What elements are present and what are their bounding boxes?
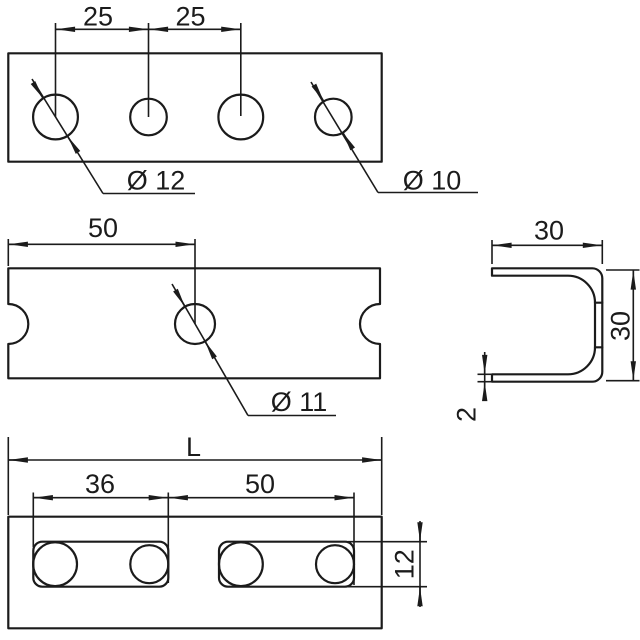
dim-overall-L: L	[7, 432, 383, 515]
dim-arrow	[30, 81, 44, 100]
leader-dia-12: Ø 12	[30, 78, 195, 196]
dim-text-slot-36: 36	[85, 469, 115, 499]
hole-dia10-fourth	[313, 97, 353, 137]
dim-text-thickness-2: 2	[452, 407, 482, 422]
dim-pitch-25-25: 25 25	[54, 2, 242, 117]
dim-text-pitch-right: 25	[175, 2, 205, 32]
dim-thickness-2: 2	[452, 352, 491, 422]
leader-dia-10: Ø 10	[310, 81, 478, 196]
dim-text-dia10: Ø 10	[403, 166, 462, 196]
leader-dia-11: Ø 11	[171, 283, 336, 417]
slot-left-circle-dia12	[32, 541, 79, 588]
dim-slot-width-12: 12	[348, 521, 427, 607]
dim-text-pitch-left: 25	[83, 2, 113, 32]
dim-text-dia12: Ø 12	[127, 166, 186, 196]
dim-arrow	[311, 83, 325, 102]
dim-text-dia11: Ø 11	[271, 387, 328, 417]
dim-text-offset-50: 50	[88, 213, 118, 243]
slot-left-circle-dia10	[129, 544, 170, 585]
middle-view-outline	[7, 267, 382, 380]
dim-text-slot-50: 50	[245, 469, 275, 499]
section-view: 30 30 2	[452, 216, 640, 422]
dim-width-30: 30	[491, 216, 604, 264]
dim-height-30: 30	[606, 269, 640, 382]
dim-arrow	[173, 288, 186, 308]
middle-view: 50 Ø 11	[7, 213, 382, 417]
dim-arrow	[67, 135, 81, 154]
top-view: 25 25 Ø 12 Ø 10	[7, 2, 478, 196]
slot-right-circle-dia12	[217, 541, 264, 588]
dim-text-height-30: 30	[606, 311, 636, 341]
slot-right-outline	[217, 540, 356, 588]
bottom-view: L 36 50 12	[7, 432, 427, 630]
dim-arrow	[204, 340, 217, 360]
dim-offset-50: 50	[7, 213, 196, 324]
dim-text-width-30: 30	[534, 216, 564, 246]
dim-arrow	[342, 132, 355, 151]
channel-profile-outline	[490, 267, 604, 383]
top-view-outline	[7, 52, 383, 163]
leader-line	[310, 81, 379, 193]
slot-right-circle-dia10	[314, 544, 356, 585]
dim-slots-36-50: 36 50	[32, 469, 355, 585]
dim-text-overall-L: L	[186, 432, 201, 462]
bottom-view-outline	[7, 515, 383, 630]
dim-text-slot-width-12: 12	[390, 549, 420, 579]
slot-left-outline	[32, 540, 170, 588]
